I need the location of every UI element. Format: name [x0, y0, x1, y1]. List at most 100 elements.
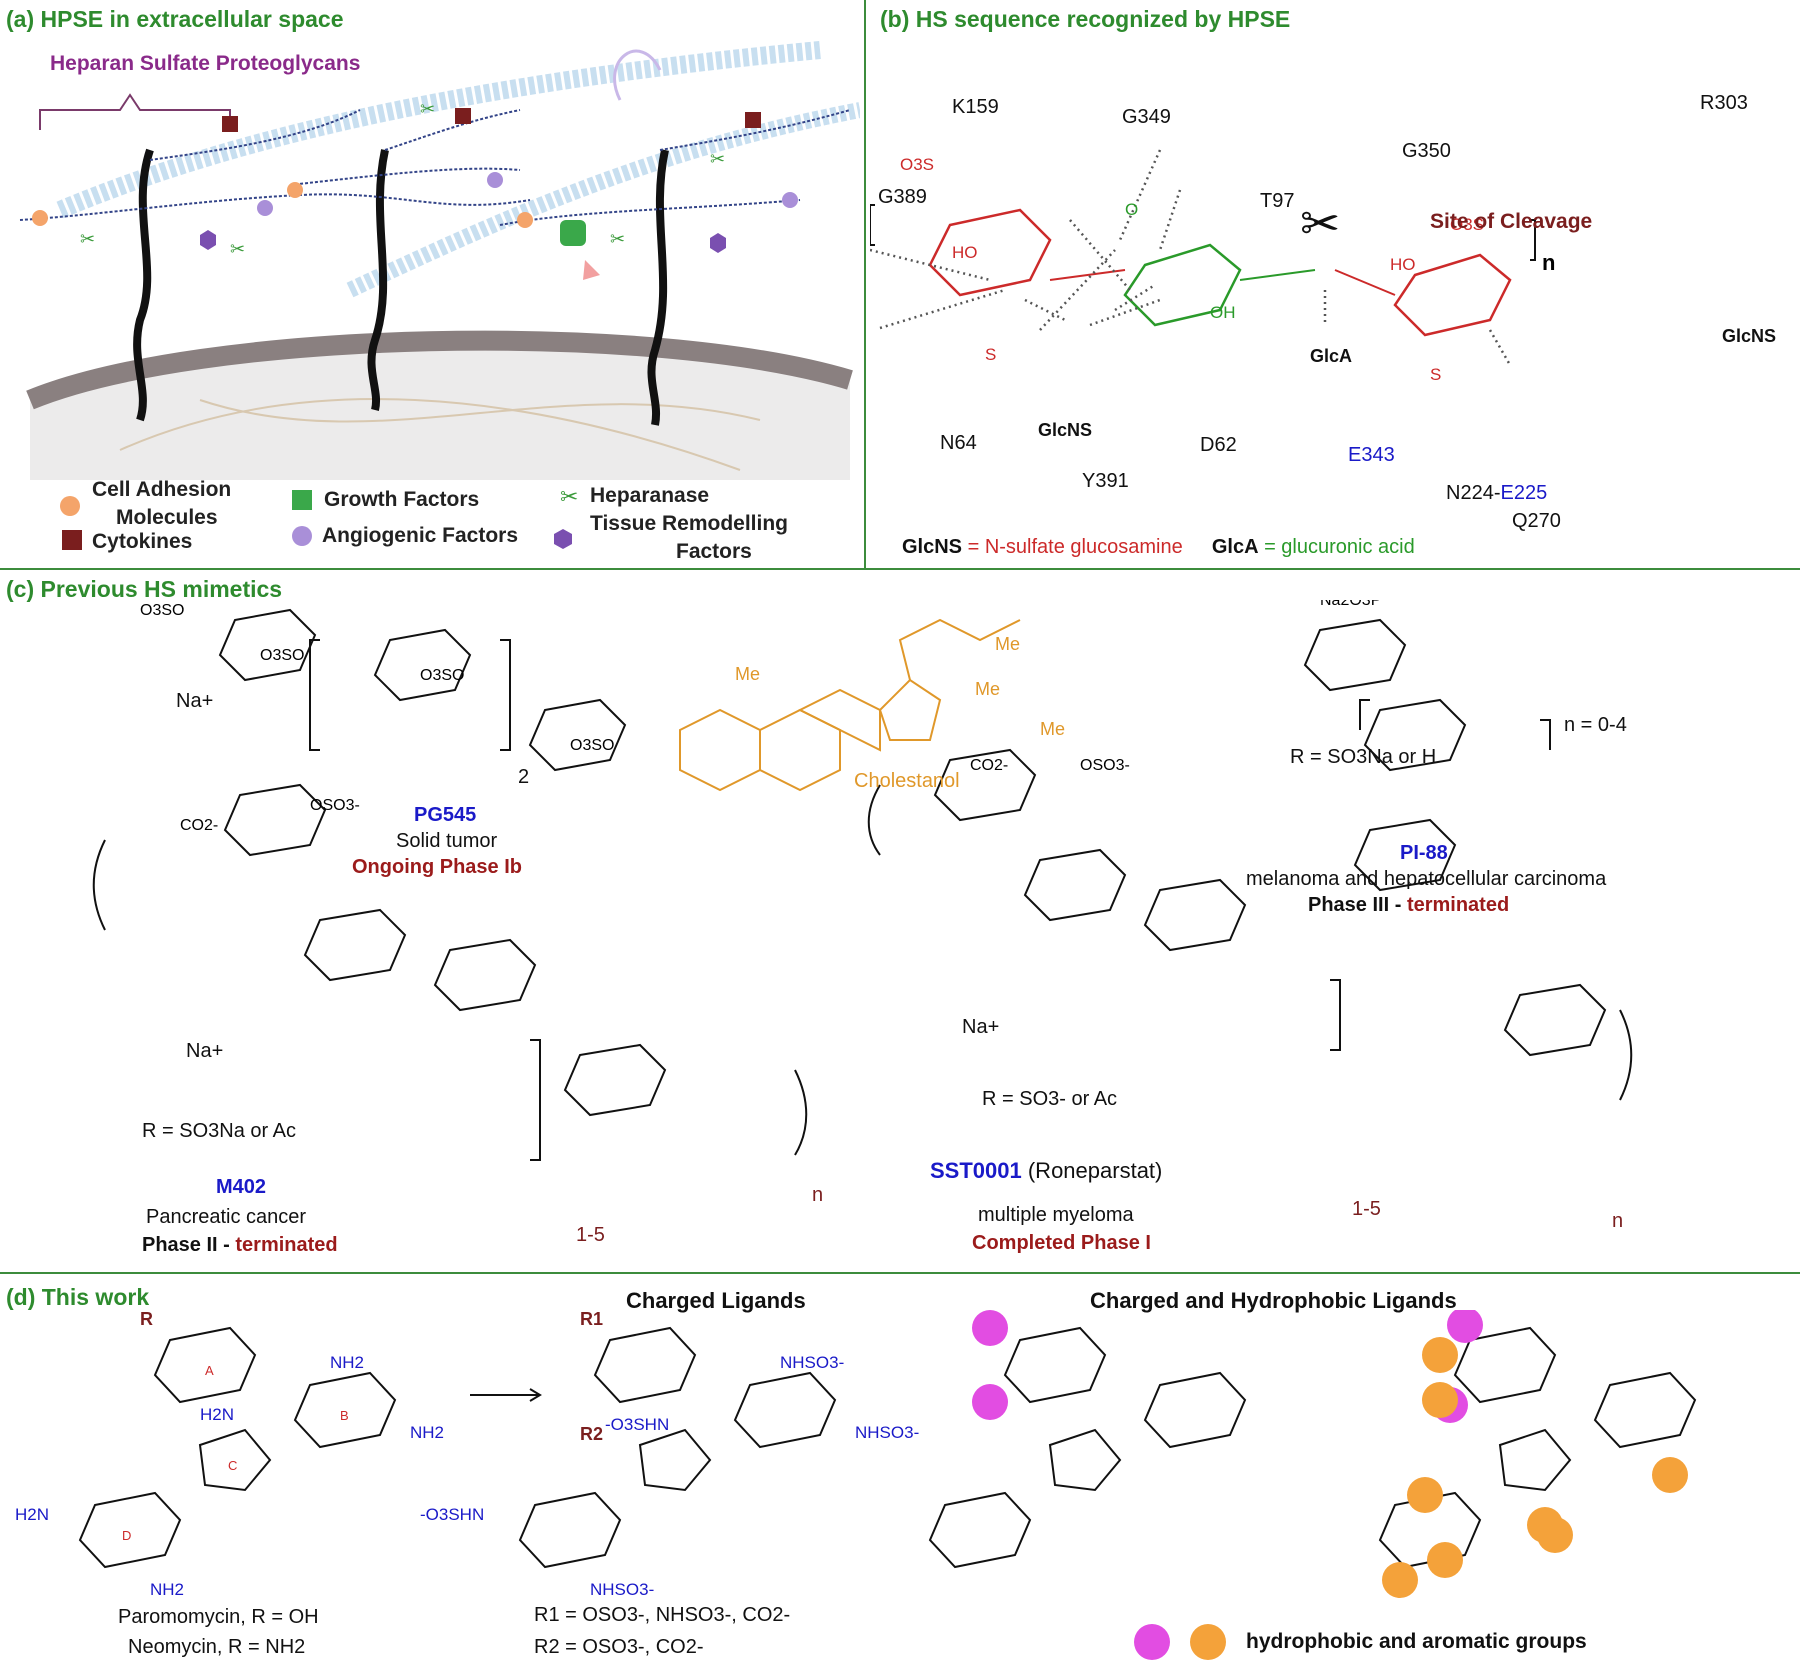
svg-text:NHSO3-: NHSO3-	[590, 1580, 654, 1599]
sst0001-r-def: R = SO3- or Ac	[982, 1088, 1118, 1110]
pi88-status: Phase III - terminated	[1308, 894, 1510, 916]
svg-text:✂: ✂	[230, 239, 245, 259]
svg-text:O3SO: O3SO	[140, 602, 184, 619]
svg-text:✂: ✂	[610, 229, 625, 249]
pg545-indication: Solid tumor	[396, 830, 498, 852]
core-protein	[133, 148, 154, 422]
legend-orange-sphere	[1190, 1624, 1226, 1660]
m402-n: n	[812, 1184, 824, 1206]
sst0001-n: n	[1612, 1210, 1624, 1232]
svg-text:H2N: H2N	[200, 1405, 234, 1424]
legend-cytokine-icon	[62, 530, 82, 550]
svg-text:OSO3-: OSO3-	[1080, 757, 1130, 774]
residue-y391: Y391	[1082, 470, 1129, 492]
extracellular-illustration: ✂ ✂ ✂ ✂ ✂	[19, 41, 860, 480]
sst0001-counterion: Na+	[962, 1016, 1000, 1038]
m402-status: Phase II - terminated	[142, 1234, 338, 1256]
r2-definition: R2 = OSO3-, CO2-	[534, 1636, 704, 1658]
svg-text:Na2O3P: Na2O3P	[1320, 600, 1381, 609]
pi88-indication: melanoma and hepatocellular carcinoma	[1246, 868, 1607, 890]
svg-text:NHSO3-: NHSO3-	[780, 1353, 844, 1372]
svg-text:NH2: NH2	[330, 1353, 364, 1372]
pi88-r-def: R = SO3Na or H	[1290, 746, 1437, 768]
svg-text:OH: OH	[1210, 303, 1236, 322]
legend-growth: Growth Factors	[324, 488, 480, 511]
svg-text:HO: HO	[952, 243, 978, 262]
svg-text:NH2: NH2	[410, 1423, 444, 1442]
residue-n224-e225: N224-E225	[1446, 482, 1548, 504]
hydrophobic-legend-label: hydrophobic and aromatic groups	[1246, 1630, 1587, 1653]
m402-indication: Pancreatic cancer	[146, 1206, 307, 1228]
svg-text:C: C	[228, 1458, 237, 1473]
m402-name: M402	[216, 1176, 267, 1198]
m402-counterion: Na+	[186, 1040, 224, 1062]
legend-heparanase: Heparanase	[590, 484, 710, 507]
paromomycin-label: Paromomycin, R = OH	[118, 1606, 319, 1628]
residue-k159: K159	[952, 96, 999, 118]
divider-horizontal-bc	[0, 568, 1800, 570]
svg-text:O3SO: O3SO	[260, 647, 304, 664]
svg-text:✂: ✂	[1300, 198, 1340, 251]
svg-text:D: D	[122, 1528, 131, 1543]
charged-ligands-title: Charged Ligands	[626, 1288, 806, 1313]
svg-text:Me: Me	[995, 634, 1020, 654]
sst0001-status: Completed Phase I	[972, 1232, 1151, 1254]
svg-text:CO2-: CO2-	[180, 817, 218, 834]
svg-text:-O3SHN: -O3SHN	[605, 1415, 669, 1434]
svg-text:✂: ✂	[80, 229, 95, 249]
svg-text:R1: R1	[580, 1310, 603, 1329]
svg-text:O3SO: O3SO	[570, 737, 614, 754]
sst0001-title: SST0001 (Roneparstat)	[930, 1158, 1163, 1183]
pg545-tail: Cholestanol	[854, 770, 960, 792]
mimetics-structures: Me Me Me Me O3SO O3SO O3SO O3SO CO2- OSO…	[92, 600, 1633, 1161]
aminoglycoside-structures: A B C D R NH2 NH2 H2N H2N NH2 NHSO3- NHS…	[15, 1310, 1697, 1599]
panel-d-title: (d) This work	[6, 1284, 150, 1310]
sst0001-indication: multiple myeloma	[978, 1204, 1134, 1226]
panel-c-title: (c) Previous HS mimetics	[6, 576, 283, 602]
legend-cytokines: Cytokines	[92, 530, 193, 553]
panel-a-title: (a) HPSE in extracellular space	[6, 6, 344, 32]
m402-r-def: R = SO3Na or Ac	[142, 1120, 296, 1142]
svg-text:O3SO: O3SO	[420, 667, 464, 684]
core-protein	[647, 149, 669, 426]
panel-b-title: (b) HS sequence recognized by HPSE	[880, 6, 1291, 32]
svg-text:O: O	[1125, 200, 1138, 219]
svg-text:B: B	[340, 1408, 349, 1423]
svg-text:OSO3-: OSO3-	[310, 797, 360, 814]
residue-g389: G389	[878, 186, 927, 208]
svg-text:n: n	[1542, 250, 1555, 275]
residue-t97: T97	[1260, 190, 1295, 212]
site-of-cleavage-label: Site of Cleavage	[1430, 210, 1593, 233]
svg-text:✂: ✂	[420, 99, 435, 119]
pi88-repeat: n = 0-4	[1564, 714, 1627, 736]
legend-angiogenic-icon	[292, 526, 312, 546]
legend-remodelling-icon	[554, 529, 572, 549]
pg545-name: PG545	[414, 804, 477, 826]
svg-text:NH2: NH2	[150, 1580, 184, 1599]
residue-g350: G350	[1402, 140, 1451, 162]
hspg-label: Heparan Sulfate Proteoglycans	[50, 52, 361, 75]
svg-text:✂: ✂	[710, 149, 725, 169]
svg-text:-O3SHN: -O3SHN	[420, 1505, 484, 1524]
residue-n64: N64	[940, 432, 977, 454]
svg-text:R2: R2	[580, 1424, 603, 1444]
legend-magenta-sphere	[1134, 1624, 1170, 1660]
svg-text:Me: Me	[975, 679, 1000, 699]
pg545-counterion: Na+	[176, 690, 214, 712]
divider-vertical-ab	[864, 0, 866, 568]
panel-b-footer: GlcNS = N-sulfate glucosamine GlcA = glu…	[902, 536, 1415, 558]
svg-text:S: S	[985, 345, 996, 364]
svg-text:CO2-: CO2-	[970, 757, 1008, 774]
legend-growth-icon	[292, 490, 312, 510]
legend-adhesion-icon	[60, 496, 80, 516]
residue-e343: E343	[1348, 444, 1395, 466]
core-protein	[367, 149, 389, 411]
pg545-status: Ongoing Phase Ib	[352, 856, 523, 878]
legend-remodelling-line1: Tissue Remodelling	[590, 512, 788, 535]
sugar-glcns-left: GlcNS	[1038, 420, 1093, 440]
pi88-name: PI-88	[1400, 842, 1448, 864]
svg-text:R: R	[140, 1310, 153, 1329]
sugar-glcns-right: GlcNS	[1722, 326, 1777, 346]
svg-text:H2N: H2N	[15, 1505, 49, 1524]
svg-text:O3S: O3S	[1450, 215, 1484, 234]
